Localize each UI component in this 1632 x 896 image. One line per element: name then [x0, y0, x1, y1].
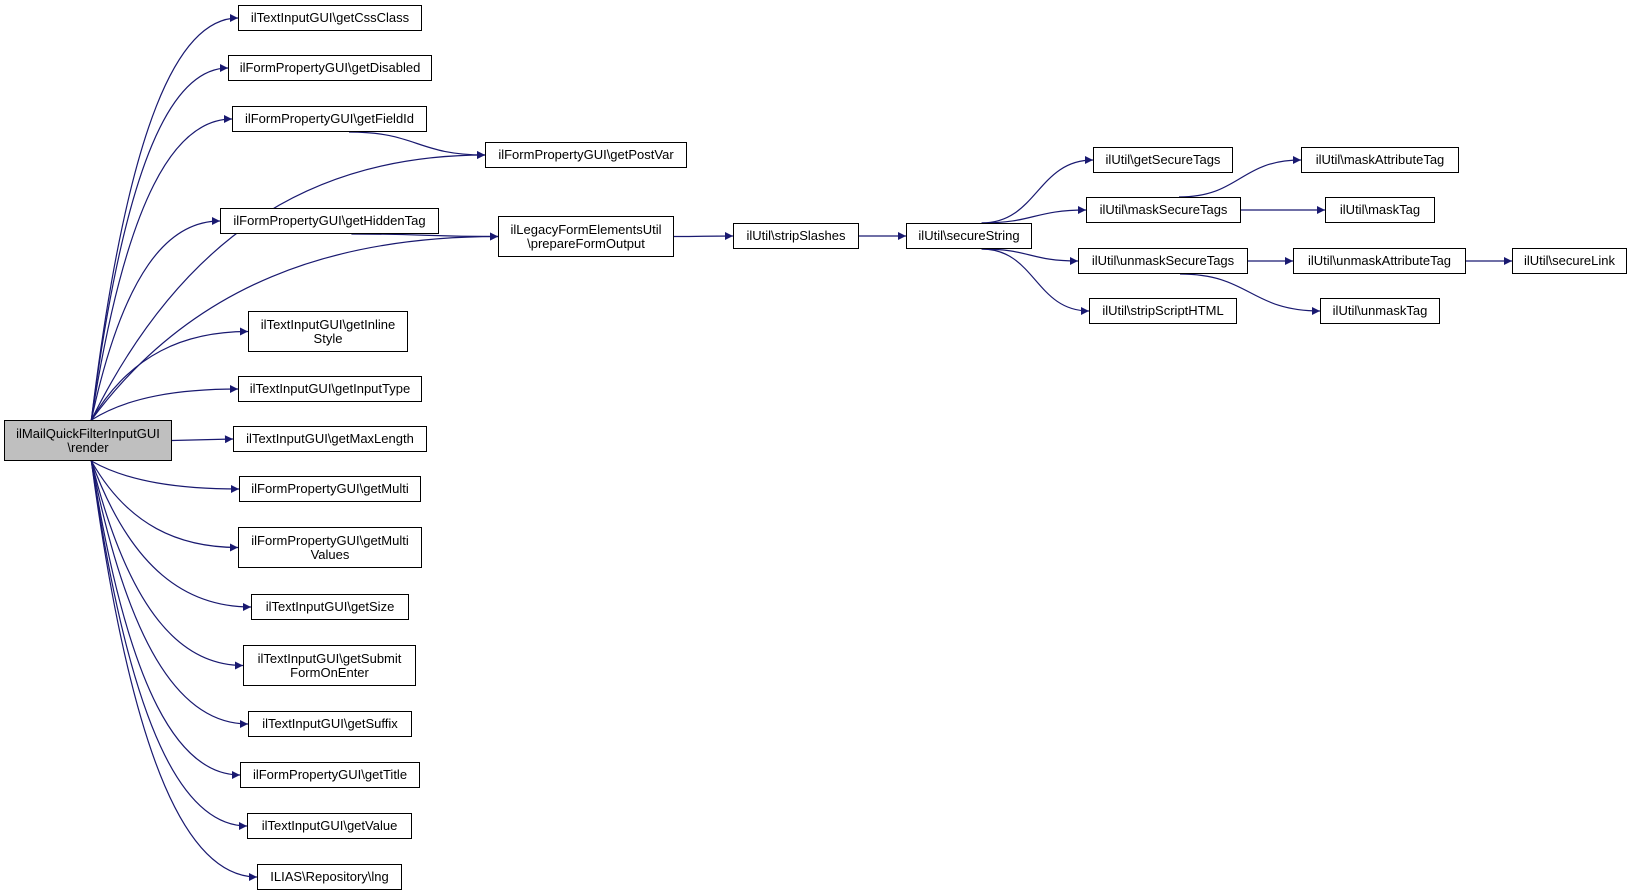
node-label: ilFormPropertyGUI\getDisabled	[239, 60, 421, 75]
edge-root-to-getDisabled	[90, 64, 229, 421]
edge-root-to-getInputType	[91, 385, 239, 421]
node-label: ilUtil\unmaskSecureTags	[1091, 253, 1235, 268]
node-label: ilUtil\unmaskTag	[1332, 303, 1428, 318]
edge-root-to-getTitle	[90, 460, 241, 779]
node-get-secure-tags[interactable]: ilUtil\getSecureTags	[1093, 147, 1233, 173]
node-label-line2: Style	[313, 330, 343, 346]
node-label-line1: ilTextInputGUI\getInline	[260, 316, 396, 332]
node-label: ilFormPropertyGUI\getTitle	[252, 767, 408, 782]
node-get-multi[interactable]: ilFormPropertyGUI\getMulti	[239, 476, 421, 502]
node-label: ilFormPropertyGUI\getPostVar	[498, 147, 674, 162]
node-get-disabled[interactable]: ilFormPropertyGUI\getDisabled	[228, 55, 432, 81]
node-label: ilUtil\maskAttributeTag	[1315, 152, 1445, 167]
node-label: ilUtil\secureString	[918, 228, 1020, 243]
node-label: ilUtil\stripScriptHTML	[1102, 303, 1224, 318]
node-label-line2: \prepareFormOutput	[527, 235, 645, 251]
node-label: ilTextInputGUI\getCssClass	[250, 10, 410, 25]
node-get-size[interactable]: ilTextInputGUI\getSize	[251, 594, 409, 620]
edge-root-to-getCssClass	[90, 14, 239, 421]
edge-getHiddenTag-to-prepareFormOutput	[351, 232, 499, 241]
edge-root-to-getFieldId	[90, 115, 233, 421]
edge-maskSecureTags-to-maskAttributeTag	[1178, 156, 1302, 198]
node-unmask-secure-tags[interactable]: ilUtil\unmaskSecureTags	[1078, 248, 1248, 274]
edge-root-to-getValue	[90, 460, 248, 830]
node-label-line1: ilLegacyFormElementsUtil	[510, 221, 662, 237]
node-label: ilFormPropertyGUI\getHiddenTag	[233, 213, 426, 228]
node-label: ilFormPropertyGUI\getMulti	[251, 481, 409, 496]
node-get-css-class[interactable]: ilTextInputGUI\getCssClass	[238, 5, 422, 31]
node-label: ilUtil\maskTag	[1339, 202, 1421, 217]
edge-root-to-getHiddenTag	[90, 217, 221, 421]
edge-root-to-getMaxLength	[171, 435, 234, 444]
node-unmask-tag[interactable]: ilUtil\unmaskTag	[1320, 298, 1440, 324]
node-label: ilUtil\secureLink	[1523, 253, 1616, 268]
node-mask-attribute-tag[interactable]: ilUtil\maskAttributeTag	[1301, 147, 1459, 173]
edge-root-to-getSubmitFormOnEnter	[90, 460, 244, 670]
node-label: ilTextInputGUI\getSuffix	[262, 716, 398, 731]
edge-unmaskSecureTags-to-unmaskTag	[1179, 273, 1321, 315]
node-label: ilUtil\maskSecureTags	[1099, 202, 1228, 217]
edge-secureString-to-stripScriptHTML	[981, 248, 1090, 315]
node-strip-script-html[interactable]: ilUtil\stripScriptHTML	[1089, 298, 1237, 324]
node-get-max-length[interactable]: ilTextInputGUI\getMaxLength	[233, 426, 427, 452]
node-label: ilTextInputGUI\getMaxLength	[246, 431, 414, 446]
edge-getFieldId-to-getPostVar	[348, 131, 486, 159]
node-get-input-type[interactable]: ilTextInputGUI\getInputType	[238, 376, 422, 402]
node-prepare-form-output[interactable]: ilLegacyFormElementsUtil \prepareFormOut…	[498, 216, 674, 257]
edge-secureString-to-maskSecureTags	[981, 206, 1087, 224]
node-label-line2: FormOnEnter	[290, 664, 369, 680]
node-secure-string[interactable]: ilUtil\secureString	[906, 223, 1032, 249]
edge-prepareFormOutput-to-stripSlashes	[673, 232, 734, 241]
node-label: ilTextInputGUI\getSize	[265, 599, 395, 614]
node-get-field-id[interactable]: ilFormPropertyGUI\getFieldId	[232, 106, 427, 132]
node-mask-secure-tags[interactable]: ilUtil\maskSecureTags	[1086, 197, 1241, 223]
node-get-hidden-tag[interactable]: ilFormPropertyGUI\getHiddenTag	[220, 208, 439, 234]
node-mask-tag[interactable]: ilUtil\maskTag	[1325, 197, 1435, 223]
node-label: ILIAS\Repository\lng	[270, 869, 389, 884]
edge-secureString-to-getSecureTags	[981, 156, 1094, 224]
edge-root-to-getMulti	[91, 460, 240, 493]
node-label: ilFormPropertyGUI\getFieldId	[244, 111, 415, 126]
edge-root-to-lng	[90, 460, 258, 881]
node-get-inline-style[interactable]: ilTextInputGUI\getInline Style	[248, 311, 408, 352]
node-repository-lng[interactable]: ILIAS\Repository\lng	[257, 864, 402, 890]
node-label-line2: Values	[310, 546, 350, 562]
node-label-line1: ilTextInputGUI\getSubmit	[257, 650, 402, 666]
node-label-line2: \render	[67, 439, 109, 455]
node-label: ilUtil\stripSlashes	[746, 228, 846, 243]
node-unmask-attribute-tag[interactable]: ilUtil\unmaskAttributeTag	[1293, 248, 1466, 274]
edge-root-to-getInlineStyle	[90, 327, 249, 421]
edge-root-to-getSuffix	[90, 460, 249, 728]
node-label: ilTextInputGUI\getInputType	[249, 381, 411, 396]
edge-secureString-to-unmaskSecureTags	[981, 248, 1079, 265]
node-get-title[interactable]: ilFormPropertyGUI\getTitle	[240, 762, 420, 788]
node-secure-link[interactable]: ilUtil\secureLink	[1512, 248, 1627, 274]
node-get-post-var[interactable]: ilFormPropertyGUI\getPostVar	[485, 142, 687, 168]
node-get-multi-values[interactable]: ilFormPropertyGUI\getMulti Values	[238, 527, 422, 568]
node-root-render: ilMailQuickFilterInputGUI \render	[4, 420, 172, 461]
edge-root-to-getMultiValues	[90, 460, 239, 552]
edge-root-to-getSize	[90, 460, 252, 611]
node-label: ilUtil\getSecureTags	[1105, 152, 1221, 167]
node-strip-slashes[interactable]: ilUtil\stripSlashes	[733, 223, 859, 249]
node-label: ilTextInputGUI\getValue	[261, 818, 398, 833]
node-label-line1: ilFormPropertyGUI\getMulti	[251, 532, 409, 548]
node-get-submit-form-on-enter[interactable]: ilTextInputGUI\getSubmit FormOnEnter	[243, 645, 416, 686]
node-label: ilUtil\unmaskAttributeTag	[1307, 253, 1452, 268]
node-label-line1: ilMailQuickFilterInputGUI	[16, 425, 160, 441]
edge-root-to-prepareFormOutput	[90, 232, 499, 421]
node-get-suffix[interactable]: ilTextInputGUI\getSuffix	[248, 711, 412, 737]
node-get-value[interactable]: ilTextInputGUI\getValue	[247, 813, 412, 839]
